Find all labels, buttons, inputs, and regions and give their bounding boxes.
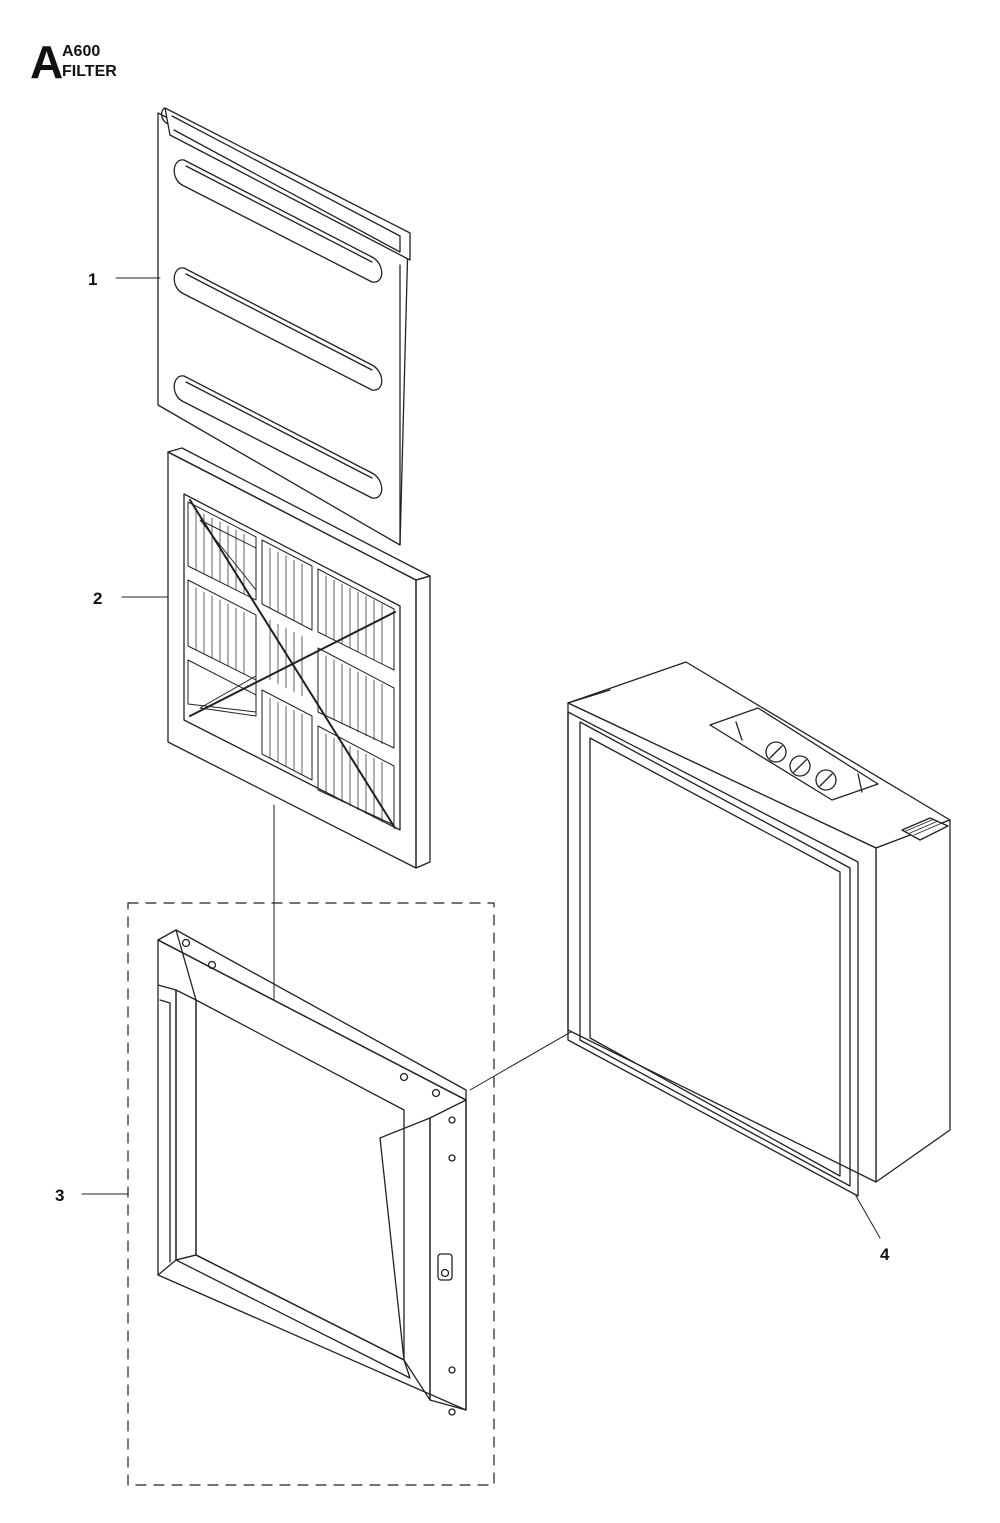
title-block: A600 FILTER xyxy=(62,42,117,82)
callout-3-label: 3 xyxy=(55,1186,64,1205)
part-2-pleated-filter xyxy=(167,447,431,869)
part-1-prefilter-panel xyxy=(157,107,411,546)
callout-4-leader xyxy=(855,1195,881,1239)
part-4-filter-housing xyxy=(567,661,951,1197)
callout-4-label: 4 xyxy=(880,1245,890,1264)
diagram-title: FILTER xyxy=(62,63,117,80)
callout-2-label: 2 xyxy=(93,589,102,608)
model-name: A600 xyxy=(62,43,101,60)
part-3-door-frame xyxy=(157,929,467,1416)
callout-1-label: 1 xyxy=(88,270,97,289)
section-letter: A xyxy=(30,36,64,88)
